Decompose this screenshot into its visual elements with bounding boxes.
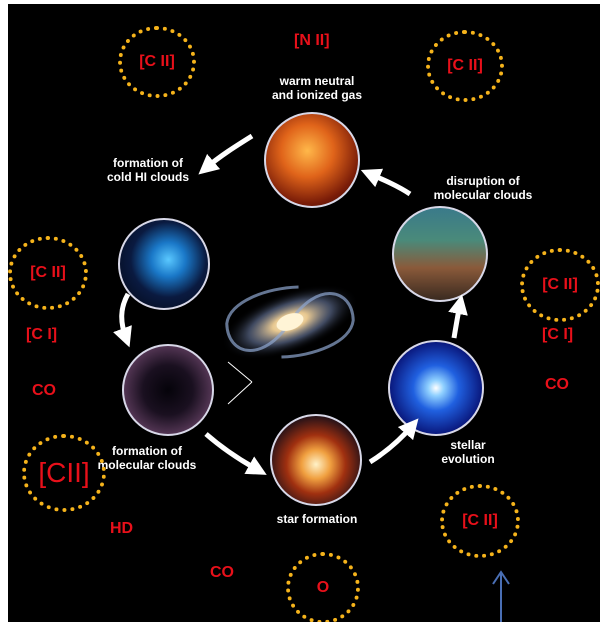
ring-cii-large: [CII] (22, 434, 106, 512)
arrow-molecular-to-star (204, 432, 267, 475)
cycle-arrows (113, 133, 468, 475)
ring-cii-right: [C II] (520, 248, 600, 322)
galaxy-image (221, 284, 359, 405)
disruption-clouds-image (392, 206, 488, 302)
molecular-clouds-image (122, 344, 214, 436)
species-cii-large: [CII] (38, 457, 90, 488)
ring-cii-left: [C II] (8, 236, 88, 310)
ring-cii-top-right: [C II] (426, 30, 504, 102)
species-co-left: CO (32, 382, 56, 399)
warm-gas-image (264, 112, 360, 208)
species-hd: HD (110, 520, 134, 537)
label-star-formation: star formation (276, 512, 358, 526)
arrow-warm-to-hi (198, 133, 254, 175)
species-cii-right: [C II] (542, 276, 578, 293)
label-molecular-clouds: formation of molecular clouds (97, 444, 197, 472)
arrow-hi-to-molecular (113, 292, 132, 348)
cold-hi-clouds-image (118, 218, 210, 310)
label-disruption: disruption of molecular clouds (433, 174, 533, 202)
label-warm-gas: warm neutral and ionized gas (271, 74, 362, 102)
arrow-stellar-to-disruption (448, 294, 468, 339)
species-co-right: CO (545, 376, 569, 393)
arrow-disruption-to-warm (360, 168, 412, 197)
species-cii-top-right: [C II] (447, 57, 483, 74)
species-cii-bottom-right: [C II] (462, 512, 498, 529)
diagram-canvas: warm neutral and ionized gas formation o… (8, 4, 600, 622)
species-co-bottom: CO (210, 564, 234, 581)
species-cii-top-left: [C II] (139, 53, 175, 70)
species-nii-top: [N II] (294, 32, 330, 49)
ring-cii-top-left: [C II] (118, 26, 196, 98)
species-ci-right: [C I] (542, 326, 574, 343)
label-cold-hi-clouds: formation of cold HI clouds (106, 156, 189, 184)
species-cii-left: [C II] (30, 264, 66, 281)
star-formation-image (270, 414, 362, 506)
ring-cii-bottom-right: [C II] (440, 484, 520, 558)
species-o-bottom: O (316, 579, 330, 596)
arrow-star-to-stellar (368, 418, 419, 465)
pointer-arrow (492, 570, 510, 622)
species-ci-left: [C I] (26, 326, 58, 343)
label-stellar-evolution: stellar evolution (441, 438, 495, 466)
ring-o-bottom: O (286, 552, 360, 622)
